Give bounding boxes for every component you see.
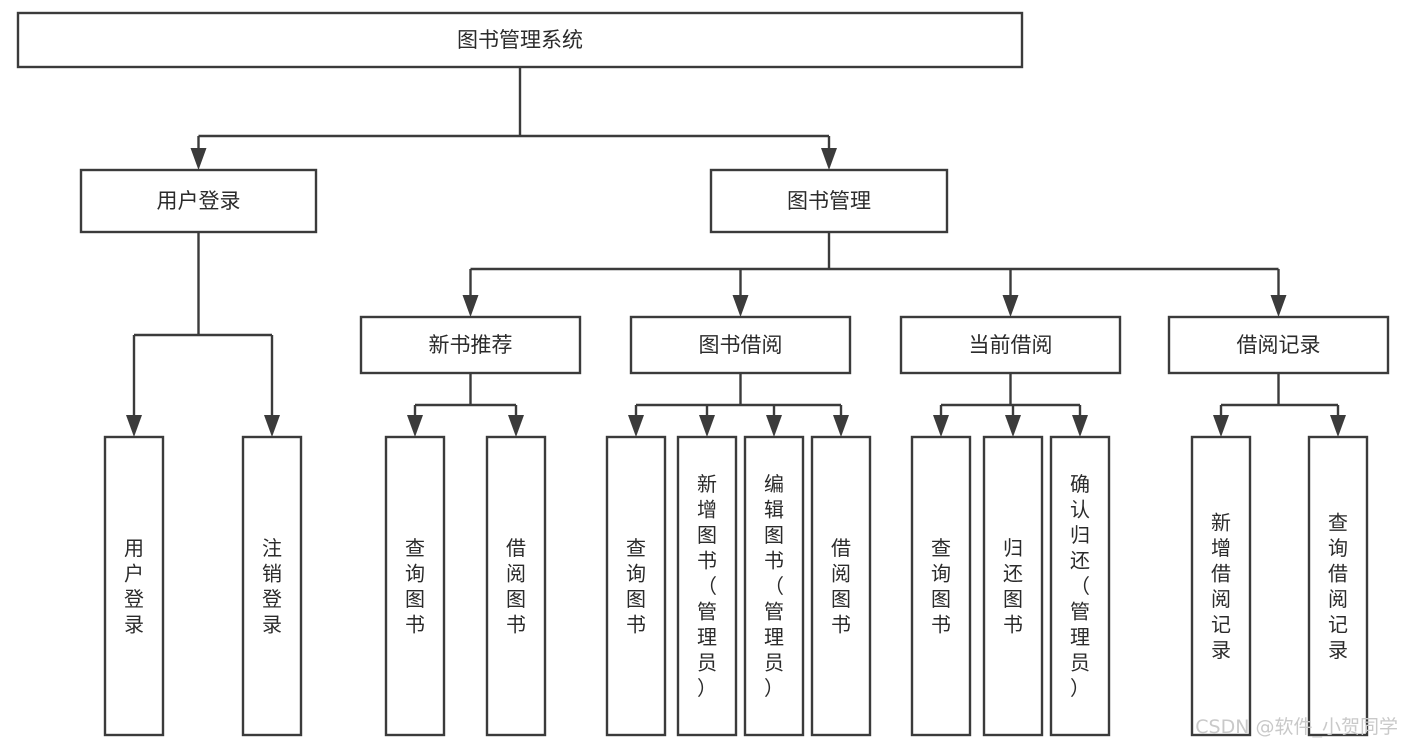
node-box xyxy=(1049,435,1111,737)
arrow-head-icon xyxy=(407,415,423,437)
arrow-head-icon xyxy=(699,415,715,437)
node-label: 借阅记录 xyxy=(1237,333,1321,357)
node-box xyxy=(1190,435,1252,737)
node-leaf-query-book-3[interactable]: 查询图书 xyxy=(910,435,972,737)
arrow-head-icon xyxy=(126,415,142,437)
node-label: 注销登录 xyxy=(262,536,282,637)
node-layer: 图书管理系统用户登录图书管理新书推荐图书借阅当前借阅借阅记录用户登录注销登录查询… xyxy=(16,11,1390,737)
node-leaf-borrow-book-2[interactable]: 借阅图书 xyxy=(810,435,872,737)
node-label: 新书推荐 xyxy=(429,333,513,357)
arrow-head-icon xyxy=(628,415,644,437)
node-box xyxy=(910,435,972,737)
node-current-borrow[interactable]: 当前借阅 xyxy=(899,315,1122,375)
node-box xyxy=(676,435,738,737)
node-box xyxy=(605,435,667,737)
node-box xyxy=(103,435,165,737)
arrow-head-icon xyxy=(508,415,524,437)
arrow-head-icon xyxy=(1002,295,1019,317)
node-user-login[interactable]: 用户登录 xyxy=(79,168,318,234)
node-label: 查询图书 xyxy=(931,536,951,637)
node-label: 新增图书（管理员） xyxy=(697,472,717,700)
connector-layer xyxy=(126,67,1346,437)
node-box xyxy=(810,435,872,737)
csdn-watermark: CSDN @软件_小贺同学 xyxy=(1195,716,1398,738)
node-label: 当前借阅 xyxy=(969,333,1053,357)
node-box xyxy=(629,315,852,375)
node-box xyxy=(1307,435,1369,737)
node-leaf-return-book[interactable]: 归还图书 xyxy=(982,435,1044,737)
connector-group-root xyxy=(190,67,837,170)
node-label: 图书借阅 xyxy=(699,333,783,357)
arrow-head-icon xyxy=(1072,415,1088,437)
node-leaf-add-book[interactable]: 新增图书（管理员） xyxy=(676,435,738,737)
node-box xyxy=(899,315,1122,375)
arrow-head-icon xyxy=(766,415,782,437)
node-label: 确认归还（管理员） xyxy=(1070,472,1090,700)
connector-group-borrow-record xyxy=(1213,373,1346,437)
node-leaf-user-login[interactable]: 用户登录 xyxy=(103,435,165,737)
node-label: 归还图书 xyxy=(1003,536,1023,637)
arrow-head-icon xyxy=(732,295,749,317)
node-leaf-query-book-2[interactable]: 查询图书 xyxy=(605,435,667,737)
node-label: 借阅图书 xyxy=(831,536,851,637)
node-label: 新增借阅记录 xyxy=(1211,510,1231,662)
arrow-head-icon xyxy=(1213,415,1229,437)
node-label: 图书管理 xyxy=(787,189,871,213)
node-leaf-user-logout[interactable]: 注销登录 xyxy=(241,435,303,737)
node-leaf-add-record[interactable]: 新增借阅记录 xyxy=(1190,435,1252,737)
arrow-head-icon xyxy=(1270,295,1287,317)
node-label: 编辑图书（管理员） xyxy=(764,472,784,700)
node-root[interactable]: 图书管理系统 xyxy=(16,11,1024,69)
node-box xyxy=(241,435,303,737)
arrow-head-icon xyxy=(821,148,837,170)
node-leaf-edit-book[interactable]: 编辑图书（管理员） xyxy=(743,435,805,737)
node-new-book-recommend[interactable]: 新书推荐 xyxy=(359,315,582,375)
node-box xyxy=(359,315,582,375)
node-label: 用户登录 xyxy=(157,189,241,213)
node-borrow-record[interactable]: 借阅记录 xyxy=(1167,315,1390,375)
arrow-head-icon xyxy=(1005,415,1021,437)
arrow-head-icon xyxy=(933,415,949,437)
node-box xyxy=(982,435,1044,737)
node-label: 图书管理系统 xyxy=(457,28,583,52)
node-leaf-borrow-book-1[interactable]: 借阅图书 xyxy=(485,435,547,737)
connector-group-new-book-recommend xyxy=(407,373,524,437)
node-leaf-query-book-1[interactable]: 查询图书 xyxy=(384,435,446,737)
arrow-head-icon xyxy=(462,295,479,317)
node-leaf-confirm-return[interactable]: 确认归还（管理员） xyxy=(1049,435,1111,737)
node-box xyxy=(384,435,446,737)
connector-group-user-login xyxy=(126,232,280,437)
node-book-manage[interactable]: 图书管理 xyxy=(709,168,949,234)
arrow-head-icon xyxy=(264,415,280,437)
node-box xyxy=(79,168,318,234)
node-box xyxy=(1167,315,1390,375)
node-label: 查询图书 xyxy=(405,536,425,637)
node-label: 查询借阅记录 xyxy=(1328,510,1348,662)
arrow-head-icon xyxy=(1330,415,1346,437)
arrow-head-icon xyxy=(833,415,849,437)
arrow-head-icon xyxy=(190,148,207,170)
node-box xyxy=(485,435,547,737)
node-leaf-query-record[interactable]: 查询借阅记录 xyxy=(1307,435,1369,737)
connector-group-current-borrow xyxy=(933,373,1088,437)
connector-group-book-manage xyxy=(462,232,1287,317)
node-box xyxy=(743,435,805,737)
node-label: 查询图书 xyxy=(626,536,646,637)
node-box xyxy=(16,11,1024,69)
node-box xyxy=(709,168,949,234)
node-label: 借阅图书 xyxy=(506,536,526,637)
node-label: 用户登录 xyxy=(124,536,144,637)
node-book-borrow[interactable]: 图书借阅 xyxy=(629,315,852,375)
connector-group-book-borrow xyxy=(628,373,849,437)
